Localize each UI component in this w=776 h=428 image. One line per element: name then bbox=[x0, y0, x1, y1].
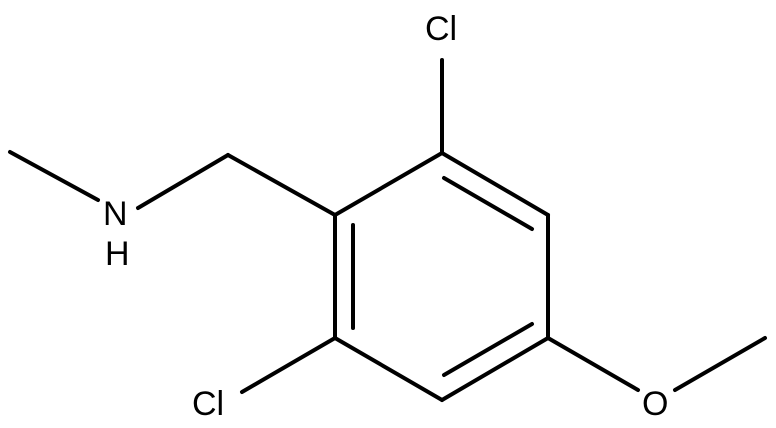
bond-c4-o bbox=[546, 336, 640, 392]
chlorine-top-label: Cl bbox=[425, 10, 457, 48]
bond-c4-c5 bbox=[440, 336, 550, 402]
bond-ch2-c1 bbox=[226, 153, 337, 217]
nitrogen-hydrogen-label: H bbox=[105, 235, 130, 273]
bond-c1-c2 bbox=[333, 151, 444, 217]
bond-c2-c3 bbox=[440, 151, 550, 217]
bond-c5-c6 bbox=[333, 336, 444, 402]
bond-n-ch2 bbox=[136, 153, 230, 210]
chlorine-bottom-label: Cl bbox=[192, 385, 224, 423]
bond-c2-c3-inner bbox=[442, 176, 534, 231]
bonds bbox=[8, 58, 767, 402]
bond-methyl-n bbox=[8, 150, 100, 202]
oxygen-label: O bbox=[642, 385, 668, 423]
atom-labels: Cl N H Cl O bbox=[103, 10, 668, 423]
nitrogen-label: N bbox=[103, 195, 128, 233]
bond-c6-cl-bottom bbox=[240, 336, 337, 394]
bond-o-methyl bbox=[673, 336, 767, 392]
bond-c4-c5-inner bbox=[442, 322, 534, 377]
